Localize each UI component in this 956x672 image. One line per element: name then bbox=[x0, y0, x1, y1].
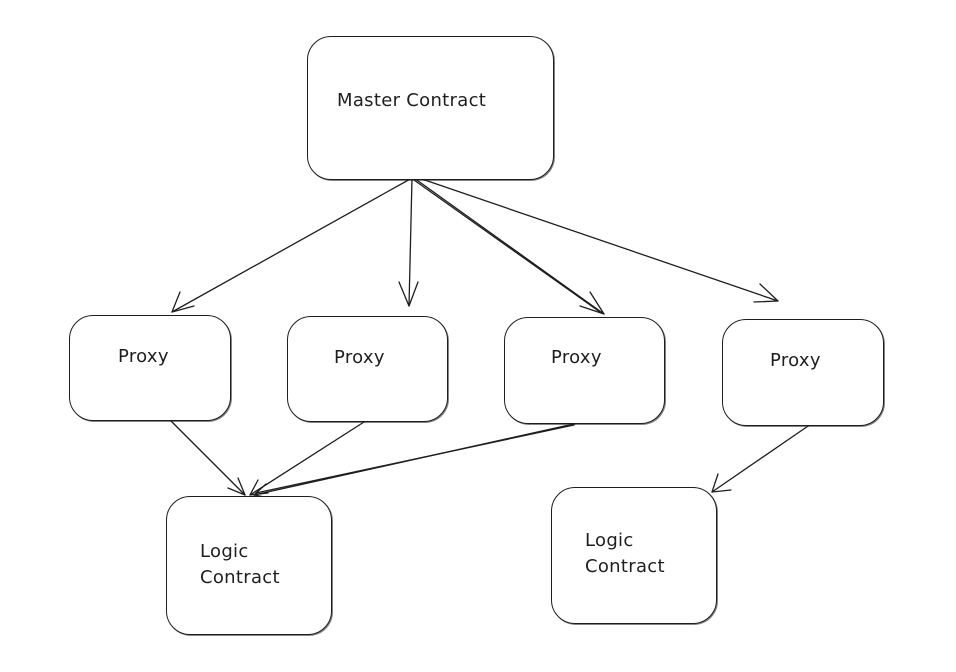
edge-master-to-proxy-3 bbox=[413, 177, 605, 315]
node-proxy-4[interactable]: Proxy bbox=[722, 319, 884, 426]
edge-master-to-proxy-4 bbox=[415, 176, 779, 303]
node-logic-contract-2-label: Logic Contract bbox=[585, 530, 665, 577]
node-proxy-2[interactable]: Proxy bbox=[287, 316, 448, 422]
node-proxy-4-label: Proxy bbox=[770, 350, 821, 371]
node-proxy-2-label: Proxy bbox=[334, 347, 385, 368]
node-master-contract[interactable]: Master Contract bbox=[307, 36, 554, 180]
node-proxy-3-label: Proxy bbox=[551, 347, 602, 368]
edge-proxy-1-to-logic-1 bbox=[170, 420, 246, 496]
edge-proxy-4-to-logic-2 bbox=[711, 423, 812, 493]
node-logic-contract-1-label: Logic Contract bbox=[200, 541, 280, 588]
node-logic-contract-2[interactable]: Logic Contract bbox=[551, 487, 717, 624]
node-logic-contract-1[interactable]: Logic Contract bbox=[166, 496, 332, 635]
node-proxy-1-label: Proxy bbox=[118, 346, 169, 367]
node-proxy-1[interactable]: Proxy bbox=[69, 315, 231, 421]
edge-proxy-3-to-logic-1 bbox=[253, 422, 579, 499]
node-proxy-3[interactable]: Proxy bbox=[504, 317, 665, 424]
edge-proxy-2-to-logic-1 bbox=[249, 421, 365, 496]
edge-master-to-proxy-1 bbox=[171, 177, 413, 313]
edge-master-to-proxy-2 bbox=[398, 177, 419, 307]
node-master-contract-label: Master Contract bbox=[337, 90, 487, 111]
